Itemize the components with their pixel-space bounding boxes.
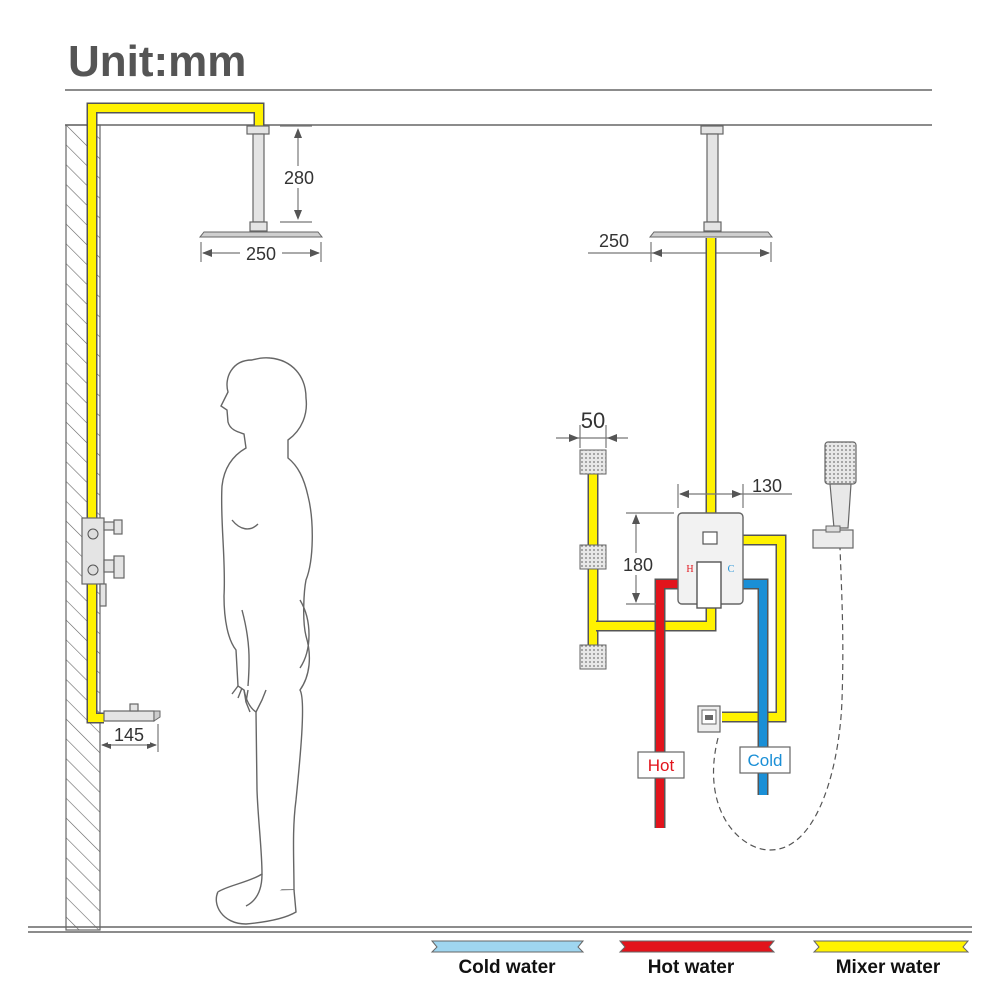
mixer-pipe-left [86, 102, 265, 724]
ceiling [65, 89, 932, 126]
left-rain-shower [198, 125, 324, 238]
hand-shower-outlet [697, 705, 721, 733]
dim-spout: 145 [99, 724, 159, 752]
body-jet-top [579, 449, 607, 475]
hot-tag-label: Hot [648, 756, 675, 775]
body-jet-bottom [579, 644, 607, 670]
hot-supply-pipe [654, 578, 680, 828]
body-jet-middle [579, 544, 607, 570]
legend-cold-swatch [430, 940, 585, 953]
dim-label-valve-height: 180 [623, 555, 653, 575]
dim-arm-left: 280 [280, 125, 318, 223]
tub-spout [103, 703, 161, 722]
dim-head-left: 250 [200, 242, 322, 264]
wall-valve [81, 517, 125, 607]
dim-valve-height: 180 [618, 512, 674, 605]
legend-cold-label: Cold water [458, 957, 556, 978]
cold-tag: Cold [739, 746, 791, 774]
hand-shower [812, 441, 857, 549]
right-rain-shower [648, 125, 774, 238]
valve-cold-mark: C [728, 564, 735, 575]
human-figure [215, 357, 313, 925]
cold-tag-label: Cold [748, 751, 783, 770]
dim-label-head-left: 250 [246, 244, 276, 264]
legend-hot-swatch [618, 940, 776, 953]
dim-head-right: 250 [588, 231, 772, 262]
legend-mixer-swatch [812, 940, 970, 953]
dim-label-arm-left: 280 [284, 168, 314, 188]
cold-supply-pipe [742, 578, 769, 795]
dim-valve-width: 130 [677, 476, 792, 508]
concealed-valve: H C [677, 512, 744, 609]
legend: Cold water Hot water Mixer water [430, 940, 970, 978]
legend-mixer: Mixer water [812, 940, 970, 978]
unit-title: Unit:mm [68, 37, 246, 86]
hot-tag: Hot [637, 751, 685, 779]
legend-cold: Cold water [430, 940, 585, 978]
valve-hot-mark: H [686, 564, 693, 575]
legend-mixer-label: Mixer water [836, 957, 941, 978]
dim-body-jet: 50 [556, 408, 628, 448]
dim-label-valve-width: 130 [752, 476, 782, 496]
dim-label-body-jet: 50 [581, 408, 605, 433]
floor [28, 926, 972, 933]
legend-hot-label: Hot water [648, 957, 735, 978]
legend-hot: Hot water [618, 940, 776, 978]
dim-label-head-right: 250 [599, 231, 629, 251]
hose [712, 547, 844, 851]
dim-label-spout: 145 [114, 725, 144, 745]
body-jets [579, 449, 607, 670]
